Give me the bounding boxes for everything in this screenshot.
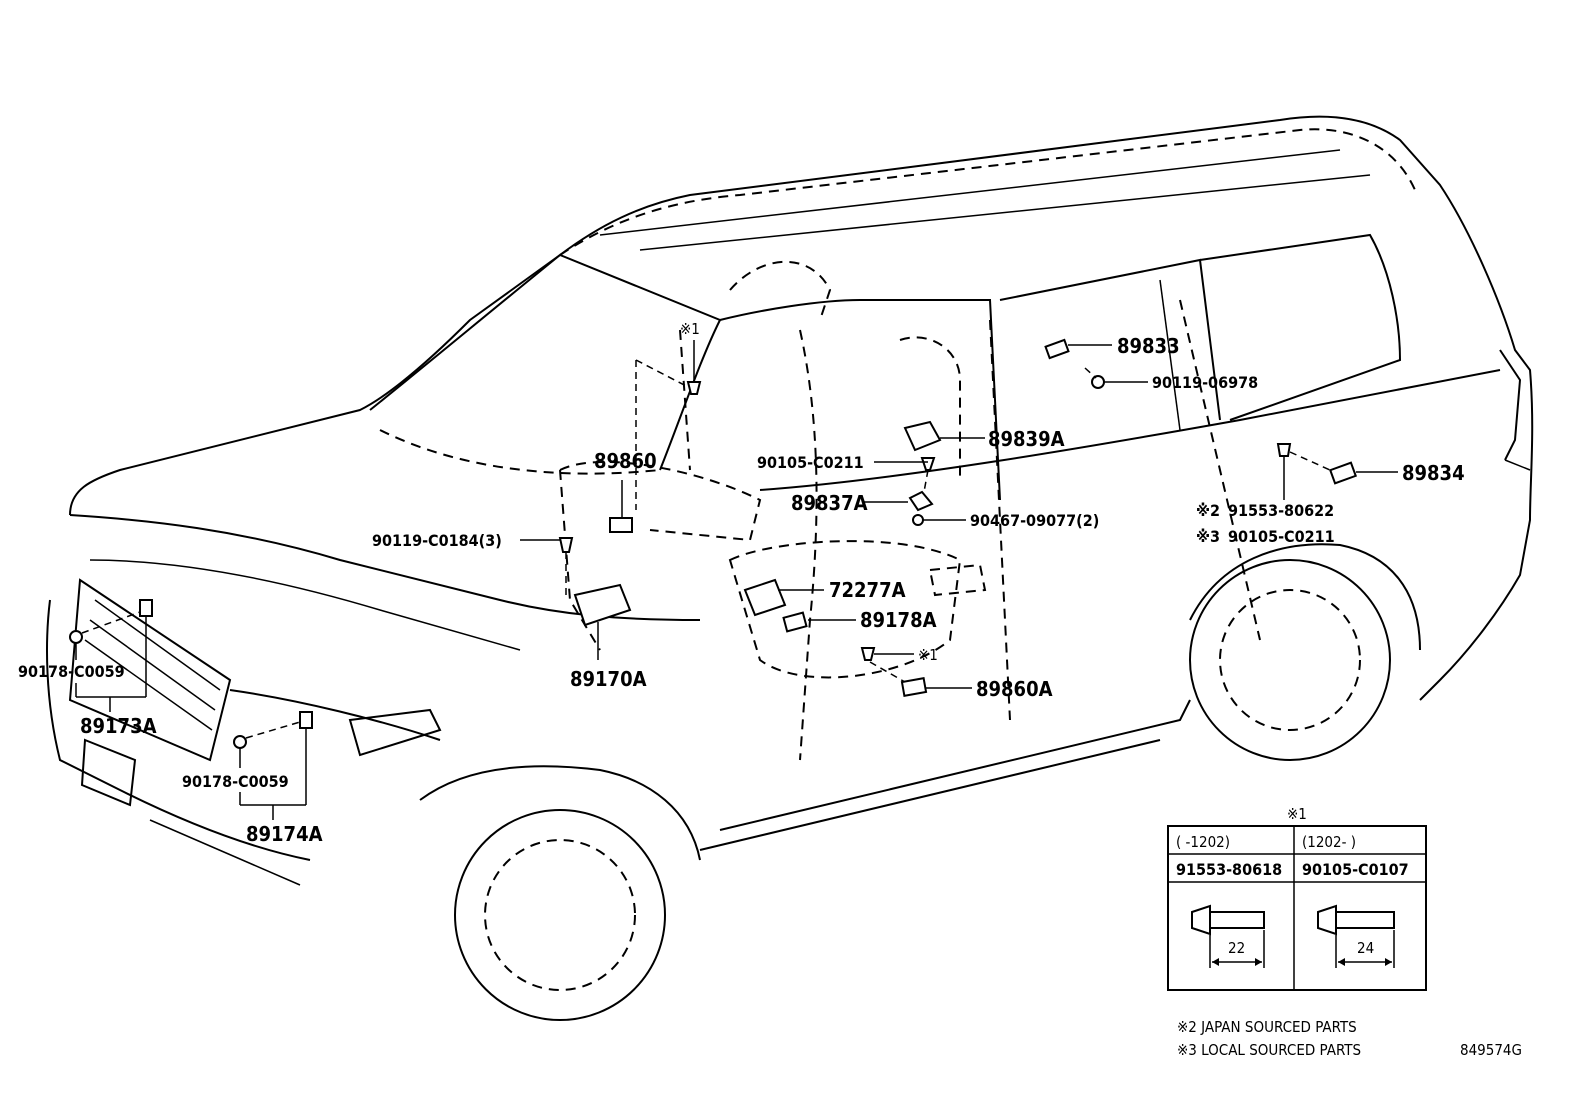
sensor-72277A-sketch: [743, 578, 787, 617]
label-mark2: ※2: [1196, 501, 1220, 520]
label-90119-C0184: 90119-C0184(3): [372, 531, 502, 550]
sensor-89173A-sketch: [139, 599, 153, 617]
label-90105-C0211: 90105-C0211: [757, 453, 864, 472]
label-90467-09077: 90467-09077(2): [970, 511, 1099, 530]
label-mark3: ※3: [1196, 527, 1220, 546]
notes: ※2 JAPAN SOURCED PARTS ※3 LOCAL SOURCED …: [1177, 1018, 1522, 1059]
label-90178-C0059-a: 90178-C0059: [18, 662, 125, 681]
nut-90467-09077-sketch: [912, 514, 924, 526]
label-mark1-mid: ※1: [918, 646, 938, 664]
nut-90178-C0059-a-sketch: [69, 630, 83, 644]
label-89833: 89833: [1117, 334, 1180, 358]
table-mark: ※1: [1287, 805, 1307, 823]
sensor-89178A-sketch: [782, 611, 808, 633]
vehicle-outline: [46, 115, 1534, 1021]
label-89173A: 89173A: [80, 714, 157, 738]
label-89170A: 89170A: [570, 667, 647, 691]
sensor-89833-sketch: [1044, 338, 1070, 360]
callout-labels: 89833 90119-06978 89839A 90105-C0211 898…: [18, 320, 1465, 846]
note-local-sourced: ※3 LOCAL SOURCED PARTS: [1177, 1041, 1361, 1059]
bolt-24-length: 24: [1357, 939, 1374, 957]
label-72277A: 72277A: [829, 578, 906, 602]
sensor-89860-sketch: [609, 517, 633, 533]
bolt-mark1-mid-sketch: [860, 647, 876, 661]
table-frame: [1167, 825, 1427, 991]
label-90105-C0211-b: 90105-C0211: [1228, 527, 1335, 546]
label-89837A: 89837A: [791, 491, 868, 515]
nut-90178-C0059-b-sketch: [233, 735, 247, 749]
part-sketches: [69, 338, 1358, 749]
label-89860A: 89860A: [976, 677, 1053, 701]
table-col1-part: 91553-80618: [1176, 860, 1282, 879]
bolt-90119-C0184-sketch: [558, 537, 574, 553]
bolt-24-drawing: 24: [1317, 904, 1395, 968]
label-89839A: 89839A: [988, 427, 1065, 451]
label-89178A: 89178A: [860, 608, 937, 632]
label-mark1-top: ※1: [680, 320, 700, 338]
leader-lines: [75, 340, 1398, 820]
module-89170A-sketch: [573, 583, 632, 627]
label-89834: 89834: [1402, 461, 1465, 485]
table-col1-header: ( -1202): [1176, 833, 1230, 851]
bolt-mark1-top-sketch: [686, 381, 702, 395]
diagram-code: 849574G: [1460, 1041, 1522, 1059]
label-90119-06978: 90119-06978: [1152, 373, 1258, 392]
sensor-89860A-sketch: [900, 677, 928, 697]
label-90178-C0059-b: 90178-C0059: [182, 772, 289, 791]
sensor-89834-sketch: [1328, 461, 1358, 485]
bolt-90105-C0211-sketch: [920, 457, 936, 471]
sensor-89174A-sketch: [299, 711, 313, 729]
table-col2-part: 90105-C0107: [1302, 860, 1409, 879]
bolt-22-drawing: 22: [1191, 904, 1265, 968]
label-89860: 89860: [594, 449, 657, 473]
label-89174A: 89174A: [246, 822, 323, 846]
variant-table: ※1 ( -1202) (1202- ) 91553-80618 90105-C…: [1167, 805, 1427, 991]
sensor-89839A-sketch: [903, 420, 942, 452]
bolt-22-length: 22: [1228, 939, 1245, 957]
label-91553-80622: 91553-80622: [1228, 501, 1334, 520]
sensor-89837A-sketch: [908, 490, 934, 512]
note-japan-sourced: ※2 JAPAN SOURCED PARTS: [1177, 1018, 1357, 1036]
table-col2-header: (1202- ): [1302, 833, 1356, 851]
bolt-90119-06978-sketch: [1091, 375, 1105, 389]
bolt-91553-80622-sketch: [1276, 443, 1292, 457]
